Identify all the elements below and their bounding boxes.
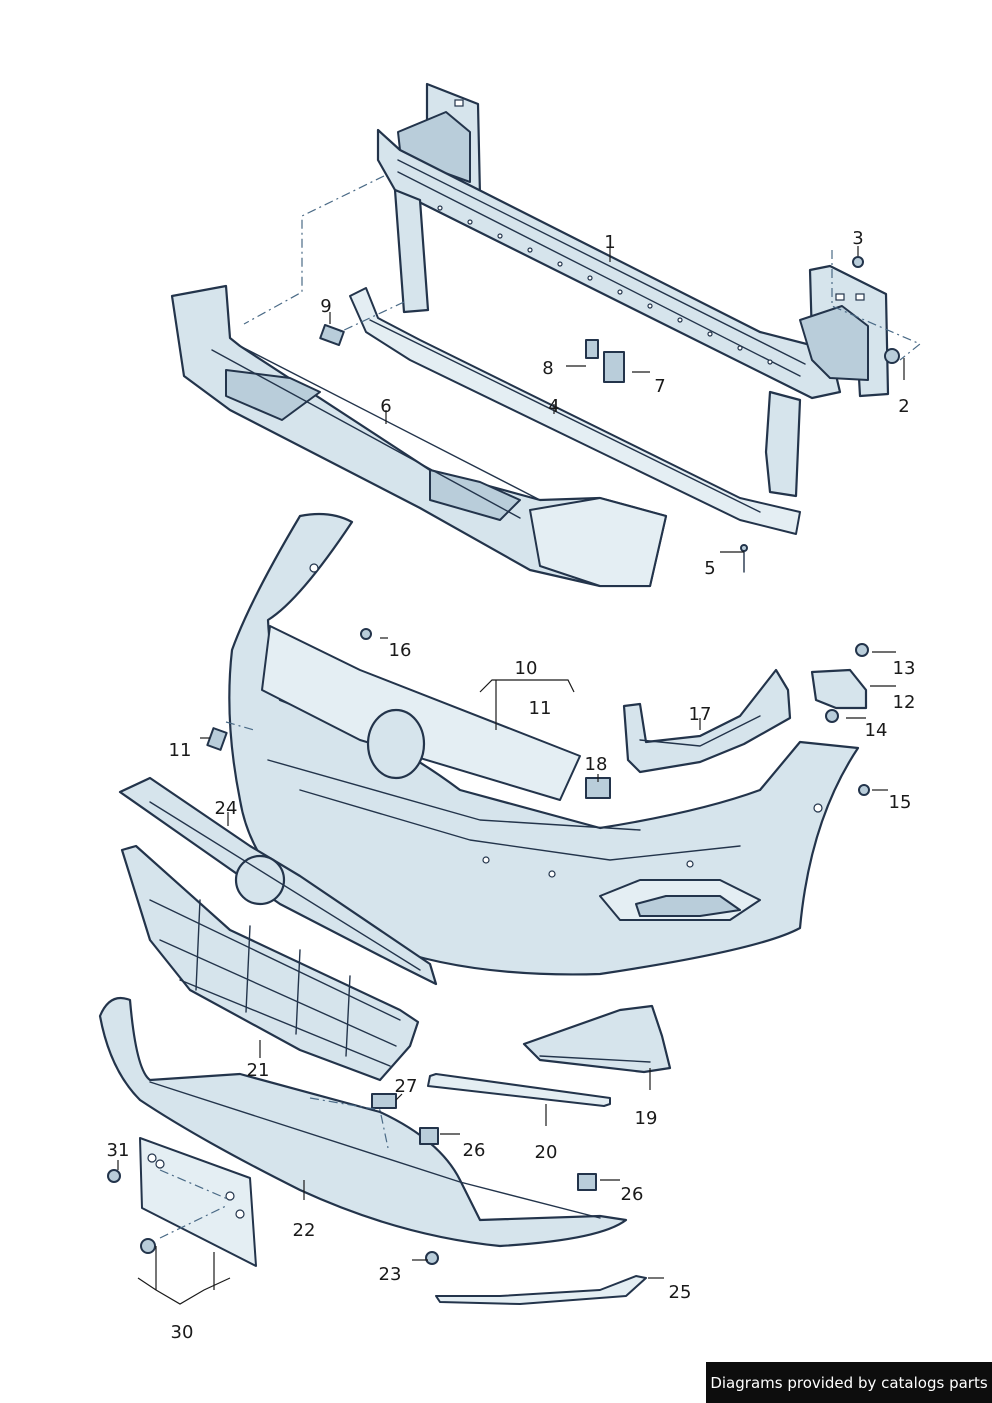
callout-25: 25: [669, 1282, 692, 1303]
callout-11-b: 11: [169, 740, 192, 761]
callout-8: 8: [542, 358, 553, 379]
callout-15: 15: [889, 792, 912, 813]
callout-3: 3: [852, 228, 863, 249]
callout-4: 4: [548, 396, 559, 417]
callout-5: 5: [704, 558, 715, 579]
side-bracket-small: [810, 668, 868, 710]
callout-20: 20: [535, 1142, 558, 1163]
callout-26-a: 26: [463, 1140, 486, 1161]
upper-grille: [118, 776, 438, 986]
callout-19: 19: [635, 1108, 658, 1129]
leader-lines: [117, 246, 905, 1305]
fog-lamp-grille: [522, 1004, 672, 1074]
callout-30: 30: [171, 1322, 194, 1343]
callout-21: 21: [247, 1060, 270, 1081]
energy-absorber: [170, 284, 668, 588]
callout-13: 13: [893, 658, 916, 679]
callout-7: 7: [654, 376, 665, 397]
lower-grille: [120, 844, 420, 1082]
callout-18: 18: [585, 754, 608, 775]
callout-24: 24: [215, 798, 238, 819]
bumper-cover: [228, 512, 860, 976]
callout-31: 31: [107, 1140, 130, 1161]
callout-1: 1: [604, 232, 615, 253]
callouts: 1 2 3 4 5 6 7 8 9 10 11 11 12 13 14 15 1…: [107, 228, 916, 1343]
lower-spoiler: [98, 996, 628, 1248]
callout-12: 12: [893, 692, 916, 713]
callout-6: 6: [380, 396, 391, 417]
trim-strip-25: [435, 1275, 647, 1305]
callout-10: 10: [515, 658, 538, 679]
fasteners: [107, 256, 900, 1265]
callout-17: 17: [689, 704, 712, 725]
callout-14: 14: [865, 720, 888, 741]
callout-23: 23: [379, 1264, 402, 1285]
trim-strip-20: [427, 1073, 611, 1107]
license-plate-holder: [139, 1137, 257, 1267]
callout-16: 16: [389, 640, 412, 661]
callout-11-a: 11: [529, 698, 552, 719]
alignment-lines: [159, 175, 922, 1239]
callout-27: 27: [395, 1076, 418, 1097]
callout-2: 2: [898, 396, 909, 417]
callout-9: 9: [320, 296, 331, 317]
guide-strip: [349, 287, 801, 535]
callout-26-b: 26: [621, 1184, 644, 1205]
bumper-bracket-side: [622, 668, 792, 774]
callout-22: 22: [293, 1220, 316, 1241]
bumper-reinforcement: [376, 82, 890, 498]
footer-credit: Diagrams provided by catalogs parts: [706, 1362, 992, 1403]
